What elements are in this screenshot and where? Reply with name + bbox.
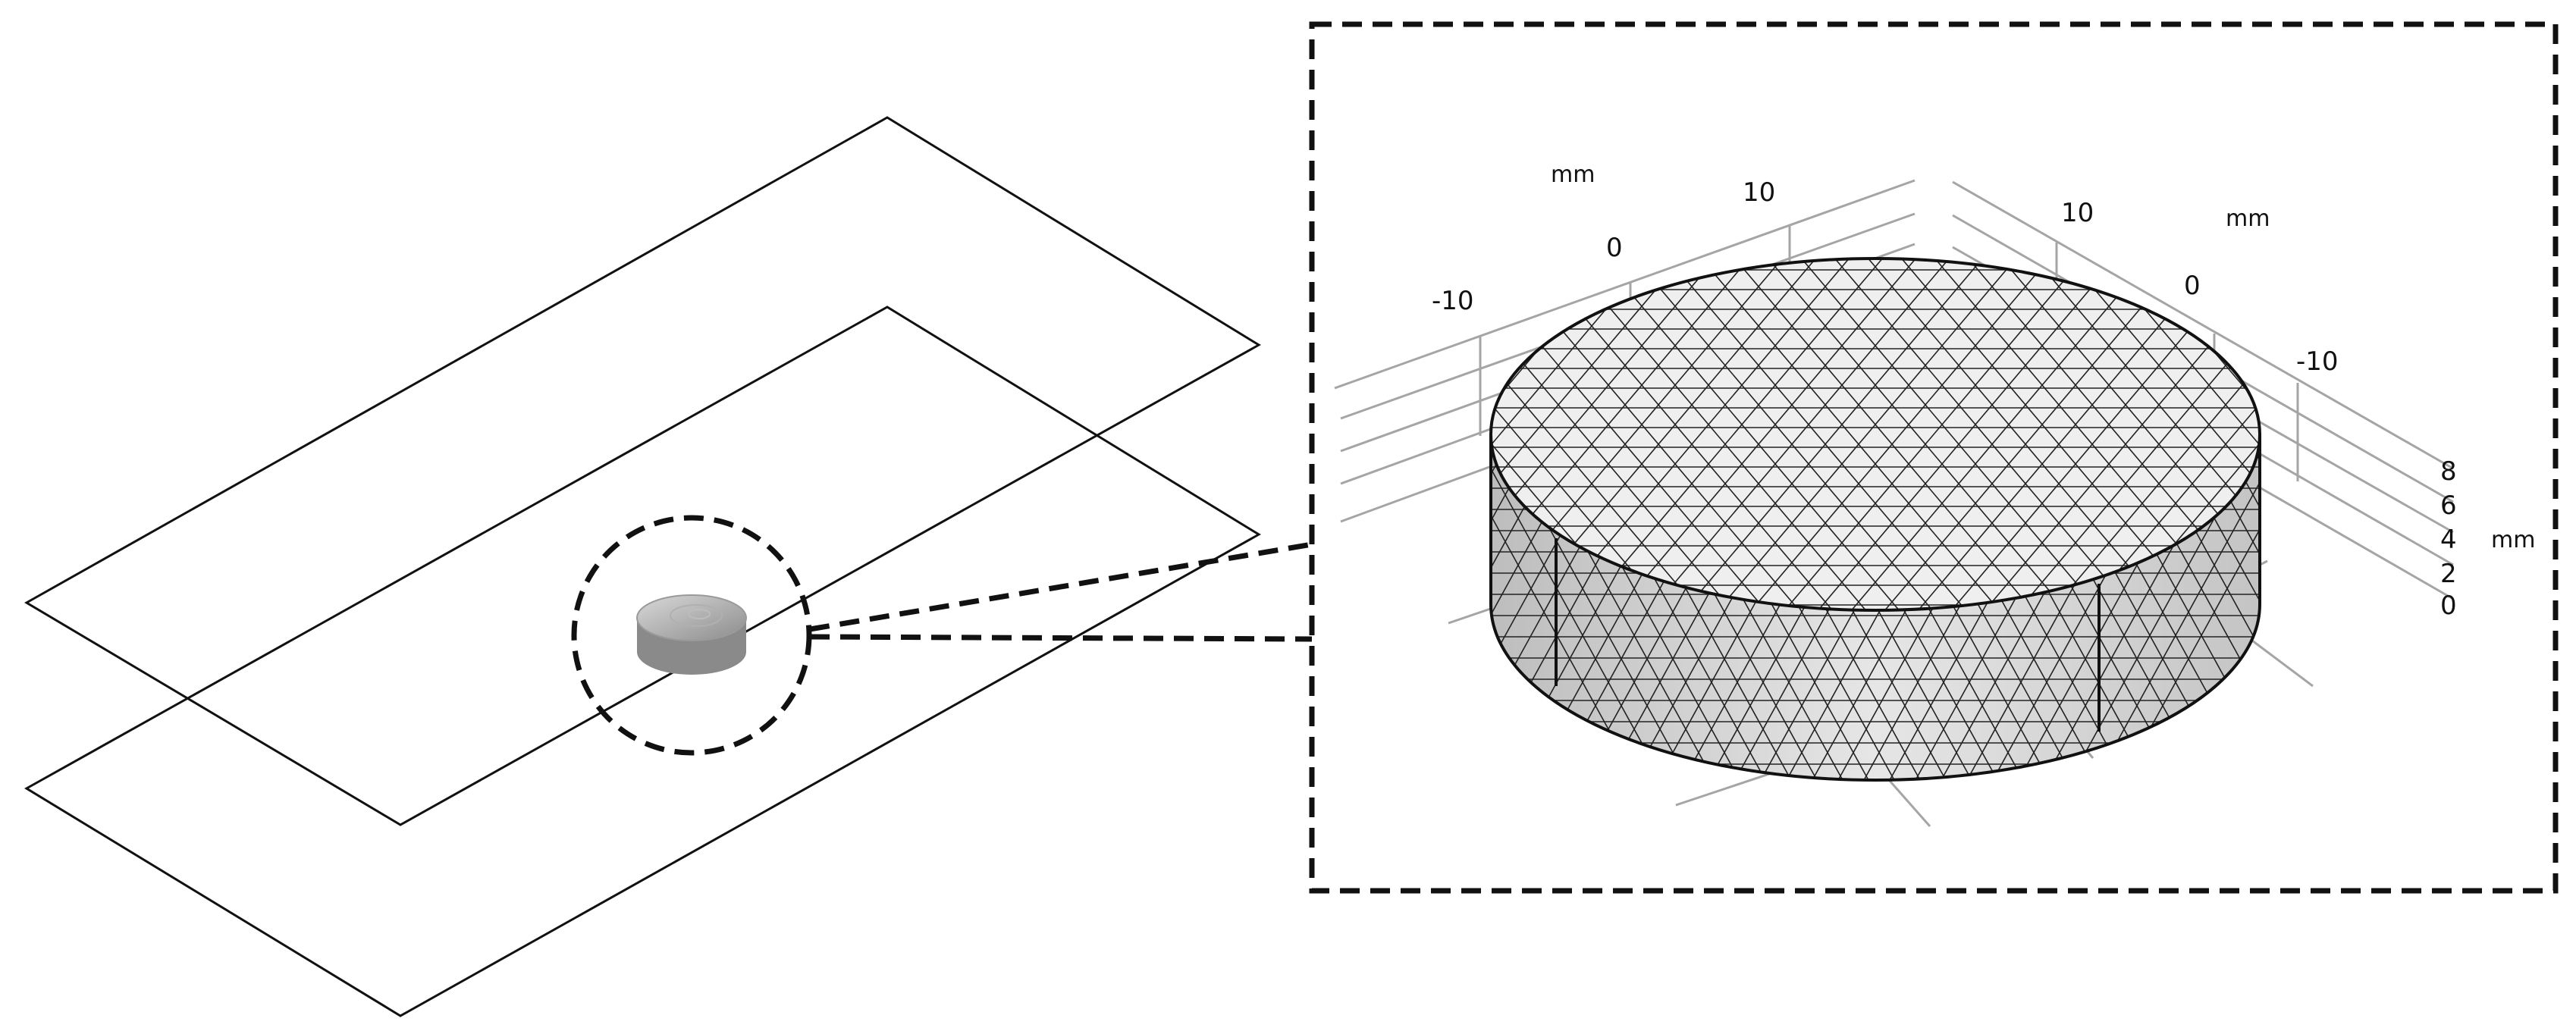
mesh-edge — [1793, 259, 2110, 610]
mesh-edge — [960, 250, 1275, 622]
mesh-edge — [1708, 259, 2024, 610]
mesh-edge — [1608, 259, 1924, 610]
mesh-edge — [460, 250, 774, 622]
mesh-edge — [760, 250, 1075, 622]
mesh-edge — [1491, 259, 1743, 610]
mesh-edge — [2027, 259, 2260, 610]
mesh-edge — [874, 250, 1189, 622]
mesh-edge — [226, 250, 541, 622]
mesh-edge — [293, 250, 607, 622]
highlight-circle — [571, 515, 812, 756]
mesh-edge — [860, 250, 1175, 622]
z-tick-8: 8 — [2440, 456, 2457, 487]
mesh-edge — [1593, 259, 1909, 610]
mesh-edge — [1774, 259, 2091, 610]
z-axis-unit: mm — [2491, 527, 2535, 553]
mesh-edge — [1627, 259, 1943, 610]
x-tick-10: 10 — [2061, 198, 2094, 228]
mesh-edge — [560, 250, 874, 622]
mesh-edge — [1674, 259, 1991, 610]
mesh-edge — [1808, 259, 2124, 610]
mesh-edge — [259, 250, 574, 622]
z-tick-6: 6 — [2440, 490, 2457, 521]
y-tick-minus10: -10 — [1432, 286, 1474, 316]
mesh-edge — [793, 250, 1108, 622]
mesh-edge — [1491, 259, 1724, 610]
y-axis-unit: mm — [1551, 161, 1595, 188]
zoom-connectors — [809, 541, 1313, 642]
mesh-edge — [893, 250, 1208, 622]
mesh-edge — [841, 250, 1156, 622]
mesh-edge — [1560, 259, 1876, 610]
z-tick-0: 0 — [2440, 591, 2457, 621]
overview-planes — [24, 116, 1261, 1017]
mesh-edge — [1491, 259, 1709, 610]
z-axis-labels: 8 6 4 2 0 mm — [2440, 456, 2535, 621]
y-tick-0: 0 — [1606, 233, 1623, 263]
mesh-edge — [1491, 434, 1642, 780]
mesh-edge — [2094, 259, 2260, 610]
lower-plane — [24, 306, 1261, 1017]
x-axis-labels: 10 mm 0 -10 — [2061, 198, 2339, 377]
mesh-edge — [808, 250, 1122, 622]
mesh-edge — [626, 250, 941, 622]
mesh-edge — [426, 250, 741, 622]
mesh-edge — [1827, 259, 2143, 610]
mesh-edge — [574, 250, 889, 622]
mesh-edge — [1841, 259, 2157, 610]
mesh-edge — [593, 250, 908, 622]
y-tick-10: 10 — [1743, 177, 1775, 208]
mesh-edge — [541, 250, 855, 622]
mesh-edge — [526, 250, 841, 622]
x-tick-minus10: -10 — [2296, 346, 2339, 377]
mesh-edge — [393, 250, 708, 622]
mesh-edge — [2214, 434, 2260, 780]
mesh-edge — [1041, 250, 1356, 622]
mesh-edge — [2060, 259, 2260, 610]
mesh-edge — [693, 250, 1008, 622]
z-tick-2: 2 — [2440, 559, 2457, 589]
mesh-edge — [993, 250, 1308, 622]
z-tick-4: 4 — [2440, 525, 2457, 555]
mesh-edge — [1574, 259, 1890, 610]
cylinder-side — [1491, 434, 2260, 780]
mesh-edge — [359, 250, 674, 622]
x-tick-0: 0 — [2184, 271, 2201, 301]
small-disk — [636, 594, 747, 675]
mesh-edge — [674, 250, 989, 622]
upper-plane — [24, 116, 1261, 826]
mesh-edge — [2075, 259, 2260, 610]
y-axis-labels: mm -10 0 10 — [1432, 161, 1775, 316]
mesh-edge — [1693, 259, 2010, 610]
mesh-edge — [1008, 250, 1323, 622]
mesh-edge — [2008, 259, 2260, 610]
mesh-edge — [1491, 259, 1676, 610]
mesh-edge — [1741, 259, 2057, 610]
mesh-edge — [2562, 250, 2576, 622]
mesh-edge — [641, 250, 955, 622]
mesh-edge — [1760, 259, 2076, 610]
mesh-edge — [974, 250, 1289, 622]
mesh-edge — [1660, 259, 1976, 610]
cylinder-top — [1491, 259, 2260, 610]
x-axis-unit: mm — [2226, 205, 2270, 232]
mesh-edge — [1860, 259, 2176, 610]
mesh-edge — [774, 250, 1089, 622]
mesh-edge — [741, 250, 1056, 622]
meshed-cylinder — [226, 250, 2576, 782]
mesh-edge — [726, 250, 1041, 622]
mesh-edge — [1875, 259, 2191, 610]
mesh-edge — [1491, 259, 1657, 610]
mesh-edge — [493, 250, 808, 622]
mesh-edge — [1641, 259, 1957, 610]
mesh-edge — [1491, 434, 1668, 780]
mesh-edge — [2041, 259, 2260, 610]
mesh-edge — [660, 250, 974, 622]
mesh-edge — [1491, 259, 1690, 610]
mesh-edge — [1727, 259, 2043, 610]
